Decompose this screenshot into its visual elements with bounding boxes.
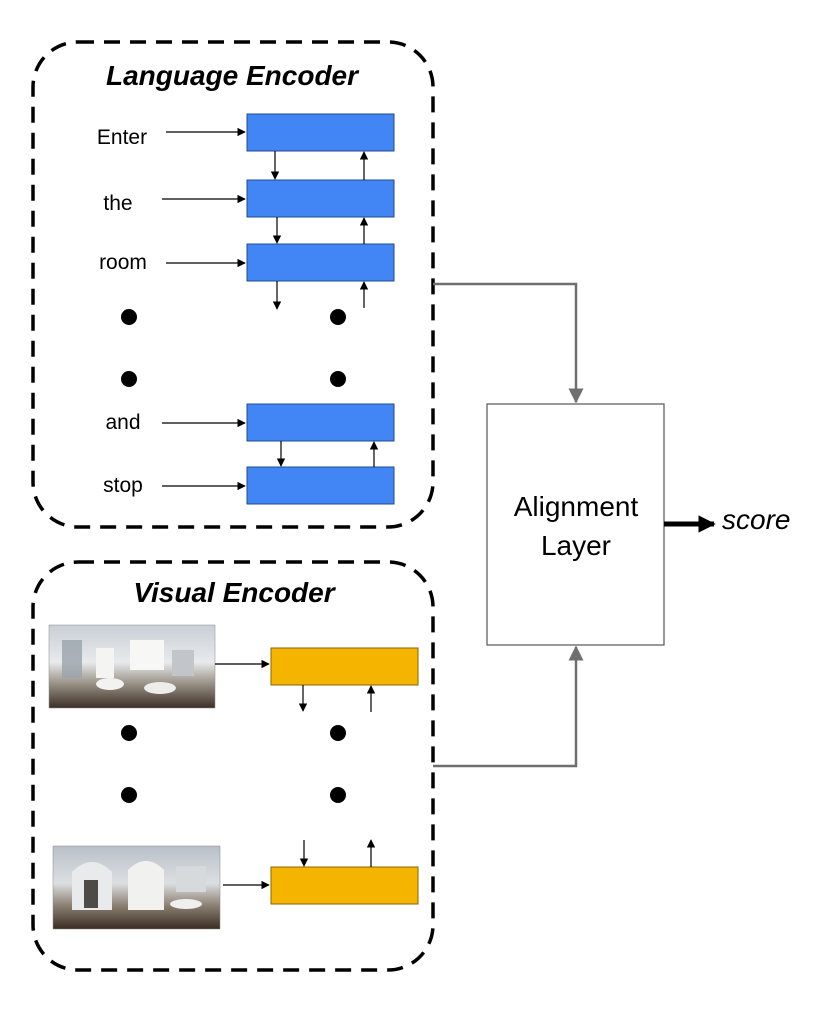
ellipsis-dot (121, 371, 137, 387)
visual-lstm-block (270, 866, 419, 905)
language-to-alignment-connector (433, 282, 584, 404)
ellipsis-dot (330, 309, 346, 325)
word-label: the (103, 192, 132, 215)
alignment-layer-box (486, 403, 665, 646)
ellipsis-dot (121, 725, 137, 741)
word-label: and (105, 411, 140, 434)
ellipsis-dot (330, 725, 346, 741)
ellipsis-dot (121, 787, 137, 803)
word-label: room (99, 251, 147, 274)
visual-encoder-title: Visual Encoder (133, 577, 336, 608)
word-label: Enter (97, 126, 147, 149)
score-label: score (722, 504, 790, 535)
language-encoder-group: Language Encoder Enter the room and stop (31, 40, 435, 529)
language-lstm-block (246, 466, 395, 505)
visual-encoder-group: Visual Encoder (31, 560, 435, 972)
language-lstm-block (246, 403, 395, 442)
alignment-layer-label: Alignment (514, 491, 639, 522)
visual-to-alignment-connector (433, 645, 584, 768)
ellipsis-dot (121, 309, 137, 325)
visual-lstm-block (270, 647, 419, 686)
panorama-image (52, 845, 221, 930)
alignment-layer: Alignment Layer (486, 403, 665, 646)
visual-encoder-border (31, 560, 435, 972)
panorama-image (48, 624, 216, 709)
language-encoder-title: Language Encoder (106, 60, 360, 91)
ellipsis-dot (330, 787, 346, 803)
language-lstm-block (246, 243, 395, 282)
ellipsis-dot (330, 371, 346, 387)
word-label: stop (103, 474, 143, 497)
language-lstm-block (246, 113, 395, 152)
alignment-layer-label: Layer (541, 530, 611, 561)
language-lstm-block (246, 179, 395, 218)
